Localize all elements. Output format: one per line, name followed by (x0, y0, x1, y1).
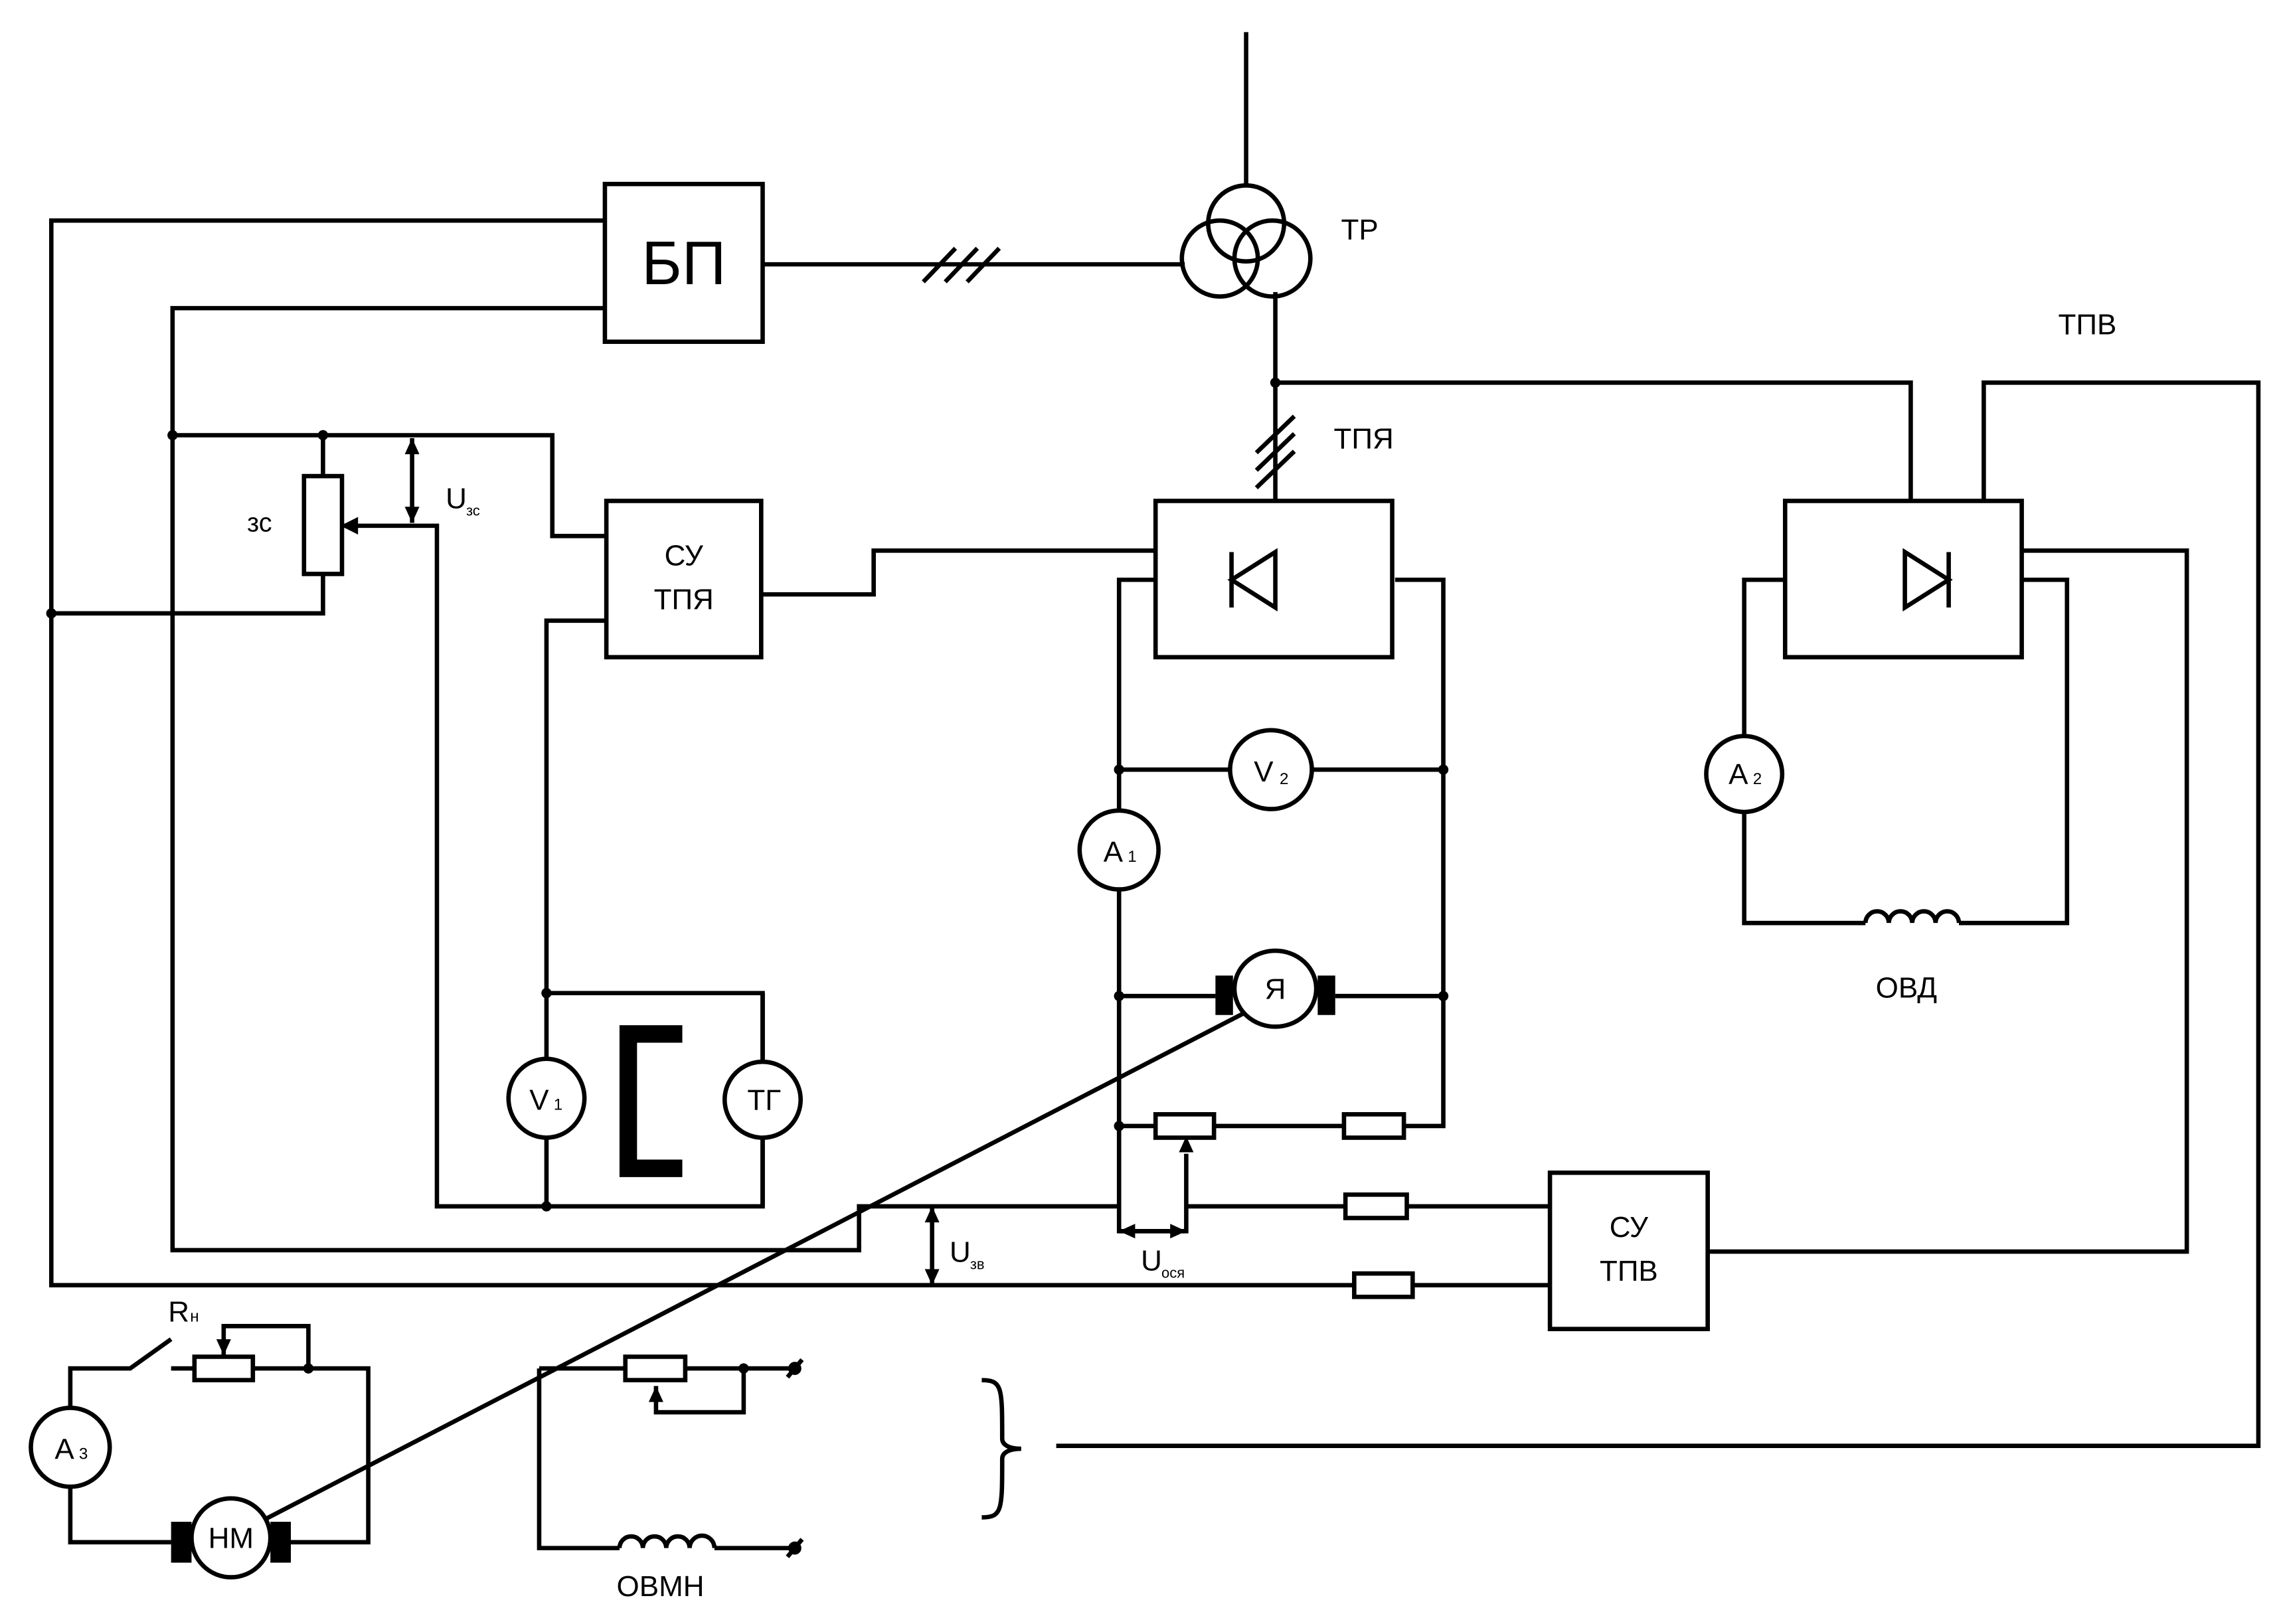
tacho-generator: ТГ (722, 1059, 803, 1140)
voltmeter-v2: V 2 (1228, 728, 1314, 811)
inductor-ovmn (617, 1533, 717, 1548)
arrow-heads (216, 438, 1194, 1402)
svg-text:V: V (1254, 756, 1274, 788)
tpv-rectifier (1782, 499, 2024, 660)
voltmeter-v1: V 1 (506, 1056, 587, 1140)
label-u-zs-sub: зс (466, 502, 480, 519)
svg-text:2: 2 (1753, 770, 1762, 788)
svg-text:3: 3 (79, 1445, 88, 1463)
svg-text:ТПВ: ТПВ (1600, 1255, 1658, 1287)
svg-text:A: A (1104, 836, 1124, 868)
ammeter-a3: A 3 (29, 1406, 112, 1489)
ammeter-a2: A 2 (1704, 734, 1785, 815)
svg-text:A: A (1729, 758, 1748, 791)
svg-text:СУ: СУ (1610, 1211, 1649, 1244)
label-u-osya-sub: ося (1161, 1265, 1185, 1281)
svg-text:A: A (54, 1433, 74, 1465)
svg-text:ТГ: ТГ (747, 1084, 781, 1117)
svg-text:2: 2 (1280, 770, 1288, 788)
armature-motor: Я (1215, 948, 1335, 1029)
ammeter-a1: A 1 (1077, 808, 1161, 892)
svg-text:СУ: СУ (665, 539, 704, 572)
svg-text:НМ: НМ (209, 1522, 254, 1555)
setpoint-potentiometer (301, 473, 345, 576)
label-u-zv: U (950, 1236, 971, 1268)
tacho-magnet (619, 1025, 683, 1177)
resistors (192, 1112, 1415, 1382)
svg-text:1: 1 (1128, 848, 1136, 866)
label-ovmn: ОВМН (617, 1570, 705, 1603)
label-r-sub: н (190, 1308, 199, 1326)
inductor-ovd (1863, 909, 1962, 924)
label-tpya: ТПЯ (1334, 422, 1394, 455)
label-ovd: ОВД (1876, 971, 1937, 1004)
svg-text:1: 1 (554, 1096, 562, 1114)
tpya-rectifier (1153, 499, 1394, 660)
svg-text:V: V (529, 1084, 549, 1117)
wires (48, 32, 2261, 1550)
svg-text:ТПЯ: ТПЯ (654, 583, 714, 615)
transformer (1179, 183, 1313, 299)
label-r: R (168, 1296, 189, 1329)
label-u-zv-sub: зв (970, 1256, 985, 1272)
label-u-zs: U (446, 482, 467, 515)
svg-text:БП: БП (641, 228, 726, 297)
load-machine: НМ (171, 1496, 292, 1580)
label-zs: зс (247, 509, 272, 538)
diagram-labels: ТР ТПВ ТПЯ зс U зс U зв U ося ОВД ОВМН R… (168, 214, 2116, 1603)
su-tpya-block: СУ ТПЯ (604, 499, 764, 660)
terminals (786, 1358, 804, 1558)
power-supply-block: БП (602, 181, 765, 345)
label-tpv: ТПВ (2059, 309, 2117, 341)
label-u-osya: U (1141, 1245, 1162, 1277)
junction-dots (46, 377, 1449, 1374)
su-tpv-block: СУ ТПВ (1547, 1171, 1710, 1331)
svg-text:Я: Я (1265, 973, 1286, 1006)
label-tr: ТР (1341, 214, 1379, 246)
